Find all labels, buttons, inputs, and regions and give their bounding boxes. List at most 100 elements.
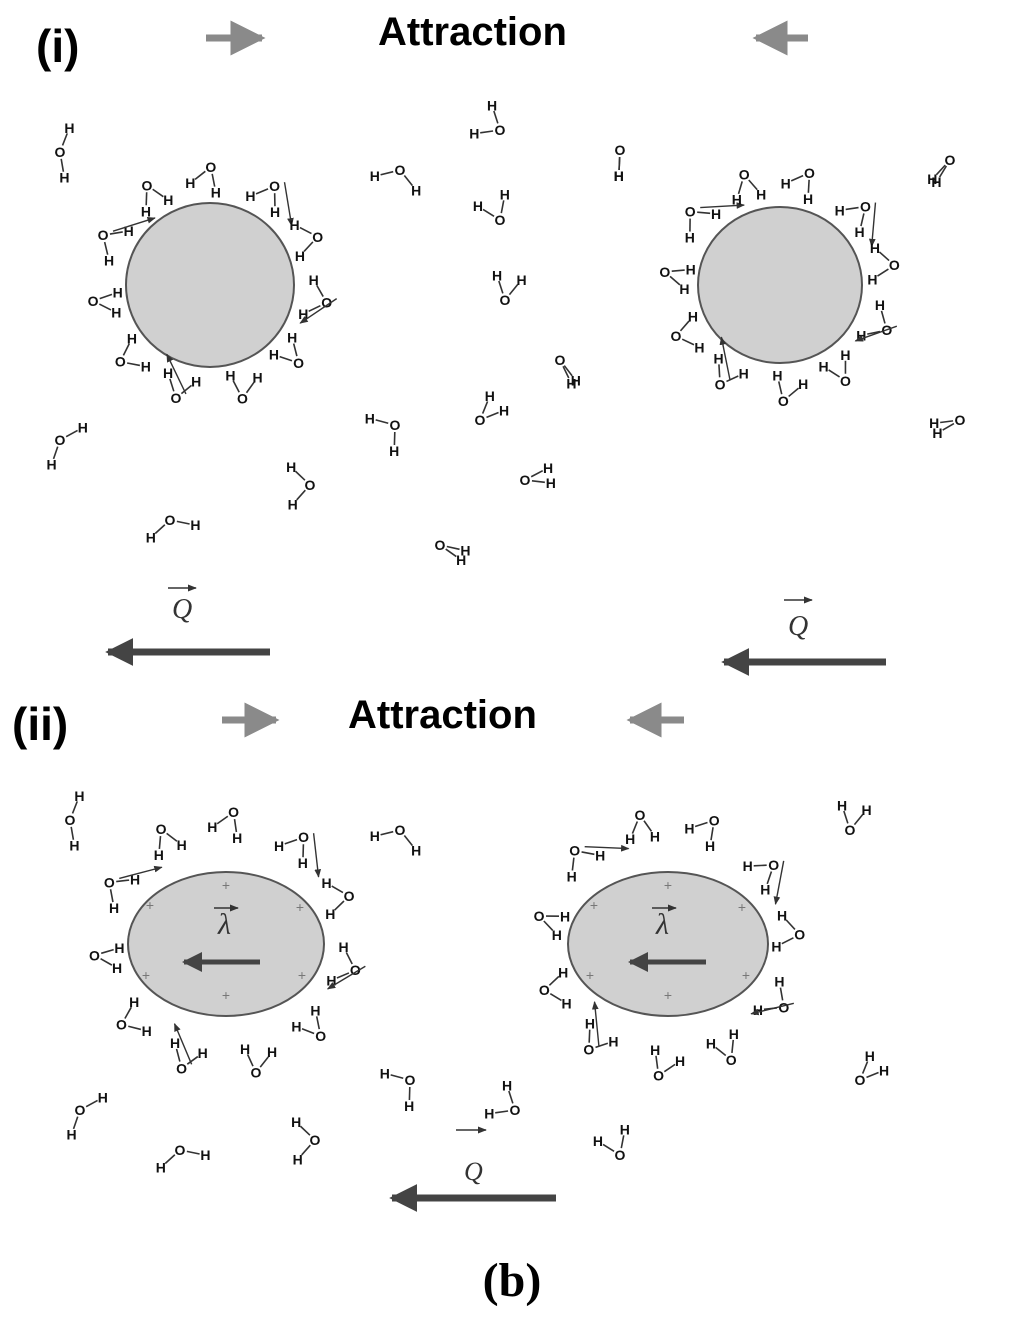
bond-line bbox=[618, 156, 621, 171]
hydrogen-atom: H bbox=[650, 828, 660, 844]
hydrogen-atom: H bbox=[931, 174, 941, 190]
oxygen-atom: O bbox=[794, 927, 805, 943]
hydrogen-atom: H bbox=[753, 1002, 763, 1018]
bond-line bbox=[98, 303, 112, 311]
oxygen-atom: O bbox=[435, 537, 446, 553]
hydrogen-atom: H bbox=[772, 368, 782, 384]
bond-line bbox=[308, 304, 321, 313]
hydrogen-atom: H bbox=[326, 972, 336, 988]
hydrogen-atom: H bbox=[837, 797, 847, 813]
bond-line bbox=[255, 188, 269, 195]
oxygen-atom: O bbox=[298, 829, 309, 845]
dipole-arrow-icon bbox=[112, 217, 156, 232]
oxygen-atom: O bbox=[534, 908, 545, 924]
oxygen-atom: O bbox=[768, 857, 779, 873]
charged-particle-left bbox=[127, 871, 325, 1017]
hydrogen-atom: H bbox=[269, 347, 279, 363]
bond-line bbox=[779, 987, 784, 1001]
surface-charge-mark: + bbox=[664, 877, 672, 893]
hydrogen-atom: H bbox=[389, 443, 399, 459]
bond-line bbox=[403, 834, 414, 847]
bond-line bbox=[194, 170, 206, 180]
bond-line bbox=[588, 1029, 591, 1043]
oxygen-atom: O bbox=[350, 962, 361, 978]
bond-line bbox=[861, 1061, 869, 1074]
dipole-arrow-icon bbox=[719, 336, 731, 381]
bond-line bbox=[72, 1116, 79, 1130]
hydrogen-atom: H bbox=[298, 855, 308, 871]
hydrogen-atom: H bbox=[781, 175, 791, 191]
oxygen-atom: O bbox=[475, 412, 486, 428]
oxygen-atom: O bbox=[293, 355, 304, 371]
bond-line bbox=[715, 1046, 727, 1057]
hydrogen-atom: H bbox=[487, 97, 497, 113]
hydrogen-atom: H bbox=[469, 126, 479, 142]
hydrogen-atom: H bbox=[593, 1133, 603, 1149]
bond-line bbox=[109, 231, 123, 235]
bond-line bbox=[186, 1055, 199, 1065]
figure-caption: (b) bbox=[483, 1254, 542, 1307]
bond-line bbox=[681, 338, 695, 346]
bond-line bbox=[99, 293, 113, 300]
bond-line bbox=[737, 181, 743, 195]
bond-line bbox=[128, 1025, 142, 1031]
hydrogen-atom: H bbox=[74, 788, 84, 804]
hydrogen-atom: H bbox=[774, 974, 784, 990]
surface-charge-mark: + bbox=[296, 899, 304, 915]
hydrogen-atom: H bbox=[714, 350, 724, 366]
bond-line bbox=[52, 446, 59, 460]
oxygen-atom: O bbox=[395, 162, 406, 178]
hydrogen-atom: H bbox=[856, 327, 866, 343]
bond-line bbox=[679, 320, 690, 332]
bond-line bbox=[164, 1154, 176, 1165]
bond-line bbox=[781, 937, 794, 945]
dipole-arrow-icon bbox=[700, 202, 745, 209]
hydrogen-atom: H bbox=[163, 192, 173, 208]
hydrogen-atom: H bbox=[729, 1026, 739, 1042]
hydrogen-atom: H bbox=[112, 960, 122, 976]
oxygen-atom: O bbox=[141, 177, 152, 193]
bond-line bbox=[878, 251, 890, 262]
hydrogen-atom: H bbox=[932, 425, 942, 441]
oxygen-atom: O bbox=[75, 1102, 86, 1118]
oxygen-atom: O bbox=[615, 1147, 626, 1163]
surface-charge-mark: + bbox=[142, 967, 150, 983]
hydrogen-atom: H bbox=[484, 1106, 494, 1122]
dipole-arrow-icon bbox=[283, 182, 294, 227]
hydrogen-atom: H bbox=[614, 168, 624, 184]
hydrogen-atom: H bbox=[293, 1151, 303, 1167]
oxygen-atom: O bbox=[88, 293, 99, 309]
bond-line bbox=[620, 1135, 625, 1149]
dipole-arrow-icon bbox=[591, 1001, 600, 1046]
hydrogen-atom: H bbox=[705, 838, 715, 854]
hydrogen-atom: H bbox=[404, 1098, 414, 1114]
hydrogen-atom: H bbox=[114, 940, 124, 956]
oxygen-atom: O bbox=[860, 199, 871, 215]
hydrogen-atom: H bbox=[777, 907, 787, 923]
bond-line bbox=[877, 268, 889, 277]
bond-line bbox=[718, 364, 721, 378]
bond-line bbox=[807, 179, 810, 193]
bond-line bbox=[380, 170, 394, 176]
bond-line bbox=[403, 174, 414, 187]
dipole-arrow-icon bbox=[584, 844, 630, 852]
oxygen-atom: O bbox=[670, 328, 681, 344]
hydrogen-atom: H bbox=[270, 204, 280, 220]
hydrogen-atom: H bbox=[608, 1033, 618, 1049]
oxygen-atom: O bbox=[510, 1102, 521, 1118]
hydrogen-atom: H bbox=[558, 964, 568, 980]
hydrogen-atom: H bbox=[879, 1062, 889, 1078]
bond-line bbox=[301, 1028, 315, 1035]
hydrogen-atom: H bbox=[684, 820, 694, 836]
hydrogen-atom: H bbox=[67, 1127, 77, 1143]
hydrogen-atom: H bbox=[543, 460, 553, 476]
bond-line bbox=[753, 864, 767, 867]
oxygen-atom: O bbox=[310, 1132, 321, 1148]
bond-line bbox=[766, 871, 773, 885]
hydrogen-atom: H bbox=[492, 267, 502, 283]
bond-line bbox=[481, 401, 489, 414]
hydrogen-atom: H bbox=[560, 908, 570, 924]
oxygen-atom: O bbox=[250, 1065, 261, 1081]
bond-line bbox=[935, 164, 946, 176]
oxygen-atom: O bbox=[305, 477, 316, 493]
